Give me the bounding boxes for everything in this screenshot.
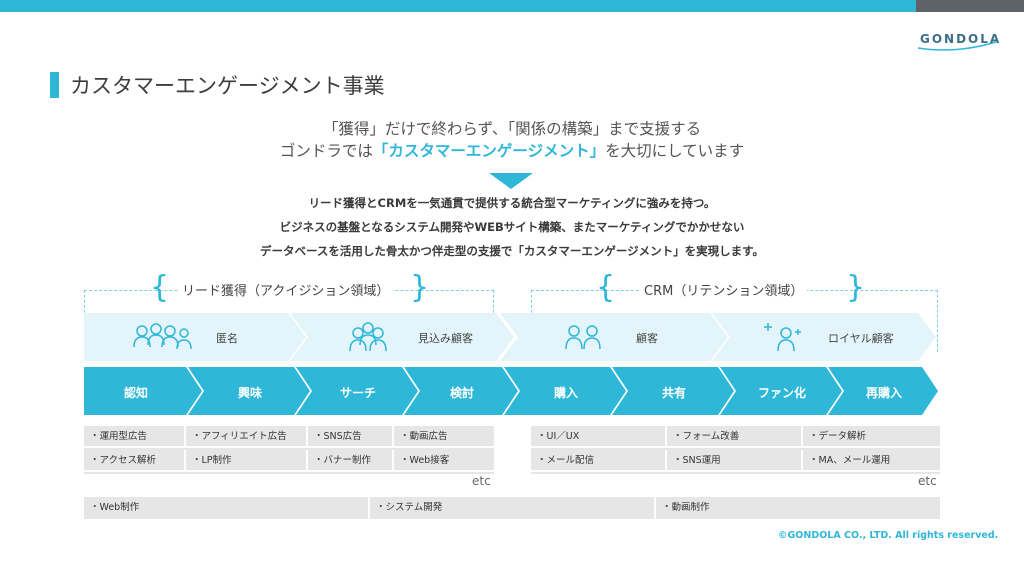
stage-purchase: 購入 <box>504 367 628 415</box>
page-title: カスタマーエンゲージメント事業 <box>70 74 385 98</box>
group-people-icon <box>133 323 192 350</box>
stage-label: 購入 <box>553 386 578 400</box>
stage-consideration: 検討 <box>404 367 520 415</box>
state-customer: 顧客 <box>500 313 730 361</box>
gondola-logo: GONDOLA <box>916 28 1000 54</box>
title-accent-bar <box>50 72 59 98</box>
service-cell: ・動画広告 <box>394 426 494 448</box>
service-cell: ・バナー制作 <box>308 450 394 472</box>
top-accent-bar <box>0 0 916 12</box>
state-label: 見込み顧客 <box>418 332 473 345</box>
people-icon <box>349 322 387 352</box>
service-cell: ・システム開発 <box>370 497 656 519</box>
acquisition-domain-label: リード獲得（アクイジション領域） <box>178 280 394 299</box>
etc-label: etc <box>918 474 937 488</box>
state-label: 顧客 <box>636 332 658 345</box>
stage-label: 検討 <box>449 386 474 400</box>
stage-label: ファン化 <box>757 386 806 400</box>
copyright: ©GONDOLA CO., LTD. All rights reserved. <box>778 530 999 541</box>
service-cell: ・データ解析 <box>803 426 940 448</box>
left-brace-icon: { <box>596 270 616 305</box>
stage-label: 興味 <box>237 386 262 400</box>
stage-repurchase: 再購入 <box>828 367 940 415</box>
lead-line-2-post: を大切にしています <box>605 142 745 160</box>
state-label: 匿名 <box>216 332 238 345</box>
stage-interest: 興味 <box>188 367 312 415</box>
stage-label: 認知 <box>123 386 148 400</box>
service-cell: ・動画制作 <box>662 502 710 513</box>
stage-label: 再購入 <box>865 386 902 400</box>
etc-label: etc <box>472 474 491 488</box>
logo-text: GONDOLA <box>920 32 1002 46</box>
state-label: ロイヤル顧客 <box>828 332 894 345</box>
service-cell: ・UI／UX <box>531 426 667 448</box>
stage-label: 共有 <box>661 386 686 400</box>
state-loyal: ロイヤル顧客 <box>712 313 938 361</box>
service-cell: ・フォーム改善 <box>667 426 803 448</box>
service-cell: ・メール配信 <box>531 450 667 472</box>
service-cell: ・MA、メール運用 <box>803 450 940 472</box>
lead-line-1: 「獲得」だけで終わらず、「関係の構築」まで支援する <box>322 120 702 138</box>
stage-awareness: 認知 <box>84 367 204 415</box>
service-cell: ・Web接客 <box>394 450 494 472</box>
service-cell: ・LP制作 <box>186 450 308 472</box>
foundation-services-table: ・Web制作 ・システム開発 ・動画制作 <box>84 497 940 519</box>
service-cell: ・アフィリエイト広告 <box>186 426 308 448</box>
stage-search: サーチ <box>296 367 420 415</box>
service-cell: ・SNS広告 <box>308 426 394 448</box>
description-line-3: データベースを活用した骨太かつ伴走型の支援で「カスタマーエンゲージメント」を実現… <box>259 244 765 258</box>
right-brace-icon: } <box>846 270 866 305</box>
state-prospect: 見込み顧客 <box>290 313 516 361</box>
left-brace-icon: { <box>150 270 170 305</box>
description-line-2: ビジネスの基盤となるシステム開発やWEBサイト構築、またマーケティングでかかせな… <box>279 220 745 234</box>
service-cell: ・運用型広告 <box>84 426 186 448</box>
top-gray-bar <box>916 0 1024 12</box>
service-cell: ・Web制作 <box>84 497 370 519</box>
acquisition-services-table: ・運用型広告 ・アフィリエイト広告 ・SNS広告 ・動画広告 ・アクセス解析 ・… <box>84 426 494 474</box>
retention-services-table: ・UI／UX ・フォーム改善 ・データ解析 ・メール配信 ・SNS運用 ・MA、… <box>531 426 940 474</box>
logo-underline-icon <box>917 41 997 51</box>
stage-share: 共有 <box>612 367 736 415</box>
retention-domain-label: CRM（リテンション領域） <box>640 280 808 299</box>
lead-line-2-pre: ゴンドラでは <box>279 142 373 160</box>
two-people-icon <box>565 325 601 350</box>
down-triangle-icon <box>489 173 533 189</box>
loyal-person-sparkle-icon <box>764 323 801 352</box>
service-cell: ・アクセス解析 <box>84 450 186 472</box>
right-brace-icon: } <box>410 270 430 305</box>
lead-highlight: 「カスタマーエンゲージメント」 <box>372 142 606 160</box>
description-line-1: リード獲得とCRMを一気通貫で提供する統合型マーケティングに強みを持つ。 <box>308 196 716 210</box>
stage-label: サーチ <box>339 386 376 400</box>
state-anonymous: 匿名 <box>84 313 308 361</box>
lead-line-2: ゴンドラでは「カスタマーエンゲージメント」を大切にしています <box>0 139 1024 161</box>
stage-fan: ファン化 <box>720 367 844 415</box>
service-cell: ・SNS運用 <box>667 450 803 472</box>
